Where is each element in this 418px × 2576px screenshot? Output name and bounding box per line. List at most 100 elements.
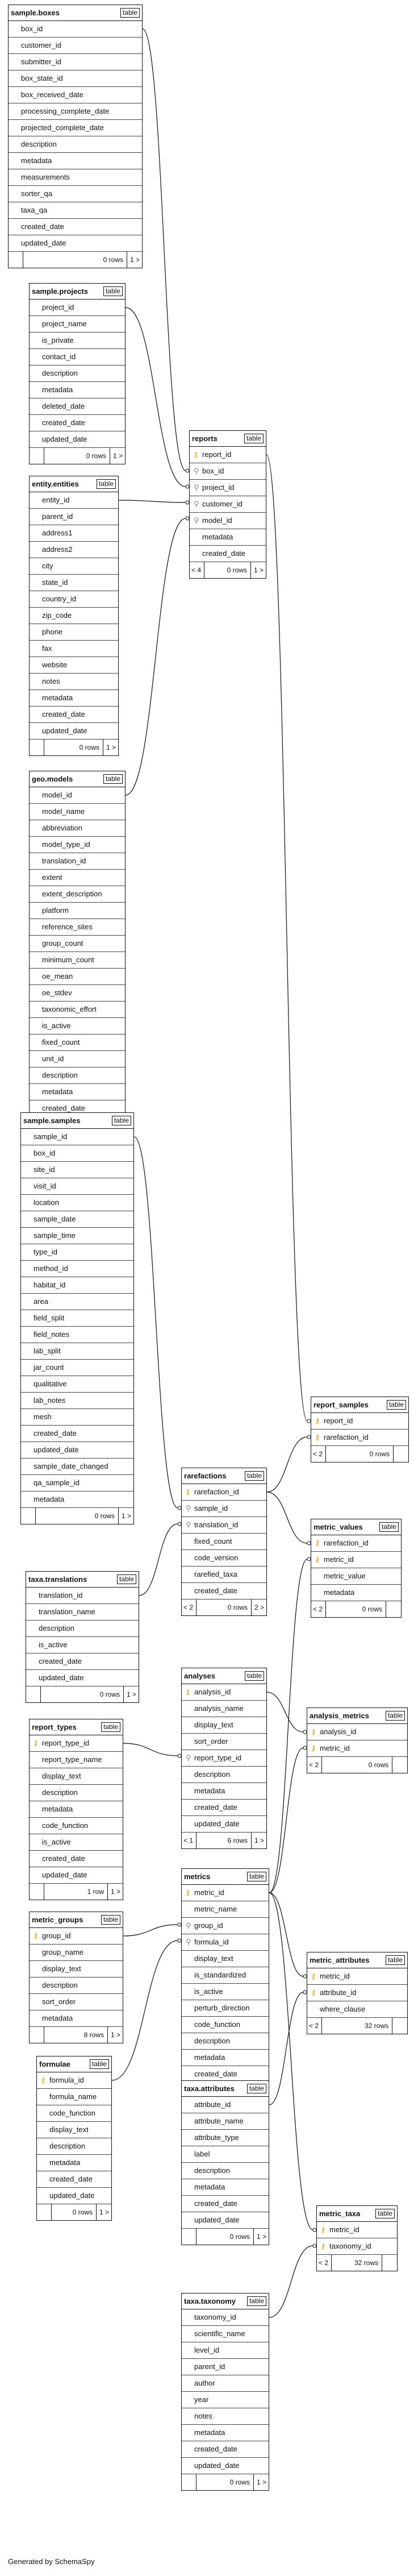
column-row[interactable]: sample_date_changed xyxy=(21,1459,133,1475)
column-name[interactable]: description xyxy=(21,140,57,148)
column-row[interactable]: ⚷metric_id xyxy=(307,1968,407,1985)
column-name[interactable]: description xyxy=(194,2037,230,2045)
column-row[interactable]: display_text xyxy=(30,1768,123,1785)
column-name[interactable]: metadata xyxy=(42,1087,73,1096)
column-name[interactable]: created_date xyxy=(194,1586,237,1595)
parents-count[interactable] xyxy=(30,2027,44,2043)
column-row[interactable]: taxa_qa xyxy=(9,202,142,219)
column-row[interactable]: created_date xyxy=(30,1851,123,1867)
column-row[interactable]: parent_id xyxy=(182,2359,269,2375)
column-name[interactable]: type_id xyxy=(34,1248,57,1256)
column-row[interactable]: label xyxy=(182,2146,269,2163)
column-row[interactable]: updated_date xyxy=(21,1442,133,1459)
parents-count[interactable] xyxy=(182,2229,197,2245)
column-row[interactable]: level_id xyxy=(182,2342,269,2359)
column-row[interactable]: description xyxy=(182,1767,266,1783)
column-row[interactable]: metadata xyxy=(182,2179,269,2196)
column-row[interactable]: minimum_count xyxy=(30,952,125,969)
children-count[interactable]: 1 > xyxy=(254,1837,264,1844)
column-row[interactable]: oe_stdev xyxy=(30,985,125,1002)
column-name[interactable]: created_date xyxy=(194,2445,237,2453)
column-name[interactable]: created_date xyxy=(42,1854,85,1863)
column-name[interactable]: parent_id xyxy=(42,512,73,521)
column-row[interactable]: updated_date xyxy=(30,1867,123,1884)
table-name[interactable]: metric_attributes xyxy=(310,1956,370,1964)
column-name[interactable]: fax xyxy=(42,644,52,653)
column-row[interactable]: created_date xyxy=(182,1800,266,1816)
children-count[interactable] xyxy=(392,2018,407,2034)
column-name[interactable]: analysis_id xyxy=(320,1727,357,1736)
column-row[interactable]: metadata xyxy=(30,690,118,707)
children-count[interactable]: 1 > xyxy=(110,1888,120,1896)
column-row[interactable]: site_id xyxy=(21,1162,133,1178)
column-row[interactable]: notes xyxy=(30,674,118,690)
column-row[interactable]: taxonomy_id xyxy=(182,2309,269,2326)
parents-count[interactable]: < 2 xyxy=(182,1599,197,1615)
column-row[interactable]: updated_date xyxy=(9,235,142,252)
column-row[interactable]: model_type_id xyxy=(30,837,125,853)
column-row[interactable]: updated_date xyxy=(30,723,118,739)
column-name[interactable]: taxonomy_id xyxy=(329,2242,371,2250)
column-row[interactable]: updated_date xyxy=(37,2188,111,2204)
parents-count[interactable]: < 2 xyxy=(317,2255,332,2271)
parents-count[interactable] xyxy=(30,739,44,755)
column-row[interactable]: created_date xyxy=(21,1426,133,1442)
column-name[interactable]: year xyxy=(194,2395,209,2404)
column-row[interactable]: code_function xyxy=(30,1818,123,1834)
column-row[interactable]: perturb_direction xyxy=(182,2000,269,2017)
column-row[interactable]: project_id xyxy=(30,300,125,316)
column-row[interactable]: habitat_id xyxy=(21,1277,133,1294)
column-name[interactable]: site_id xyxy=(34,1165,55,1174)
column-name[interactable]: lab_notes xyxy=(34,1396,66,1405)
column-row[interactable]: ⚷taxonomy_id xyxy=(317,2238,397,2255)
column-row[interactable]: model_name xyxy=(30,804,125,820)
column-name[interactable]: project_id xyxy=(42,303,74,311)
column-name[interactable]: oe_mean xyxy=(42,972,73,980)
column-name[interactable]: description xyxy=(42,369,78,377)
column-row[interactable]: ⚷report_type_id xyxy=(30,1735,123,1752)
column-row[interactable]: sorter_qa xyxy=(9,186,142,202)
column-row[interactable]: abbreviation xyxy=(30,820,125,837)
column-row[interactable]: sample_time xyxy=(21,1228,133,1244)
column-name[interactable]: display_text xyxy=(49,2125,89,2134)
table-name[interactable]: taxa.translations xyxy=(28,1575,87,1584)
table-name[interactable]: sample.samples xyxy=(23,1116,81,1125)
column-name[interactable]: is_standardized xyxy=(194,1971,246,1979)
column-name[interactable]: sample_time xyxy=(34,1231,76,1240)
column-row[interactable]: updated_date xyxy=(182,2212,269,2229)
column-row[interactable]: website xyxy=(30,657,118,674)
column-name[interactable]: rarefied_taxa xyxy=(194,1570,237,1578)
column-row[interactable]: ⚲model_id xyxy=(190,513,266,529)
column-row[interactable]: unit_id xyxy=(30,1051,125,1067)
column-row[interactable]: ⚷rarefaction_id xyxy=(311,1535,401,1552)
column-row[interactable]: deleted_date xyxy=(30,398,125,415)
column-row[interactable]: attribute_id xyxy=(182,2097,269,2113)
column-row[interactable]: group_name xyxy=(30,1945,123,1961)
column-name[interactable]: address2 xyxy=(42,545,73,554)
column-row[interactable]: metadata xyxy=(30,1084,125,1100)
column-row[interactable]: is_standardized xyxy=(182,1967,269,1984)
column-row[interactable]: oe_mean xyxy=(30,969,125,985)
column-name[interactable]: metadata xyxy=(42,693,73,702)
children-count[interactable]: 1 > xyxy=(253,566,264,574)
column-row[interactable]: ⚲customer_id xyxy=(190,496,266,513)
column-row[interactable]: translation_id xyxy=(26,1588,139,1604)
column-row[interactable]: updated_date xyxy=(182,1816,266,1833)
column-row[interactable]: metadata xyxy=(9,153,142,169)
column-row[interactable]: fax xyxy=(30,641,118,657)
column-row[interactable]: description xyxy=(37,2138,111,2155)
column-name[interactable]: attribute_id xyxy=(320,1988,357,1997)
children-count[interactable] xyxy=(392,1757,407,1773)
column-name[interactable]: report_type_name xyxy=(42,1755,102,1764)
column-row[interactable]: description xyxy=(30,1785,123,1801)
column-name[interactable]: box_state_id xyxy=(21,74,63,82)
column-row[interactable]: is_active xyxy=(30,1018,125,1034)
column-row[interactable]: created_date xyxy=(30,707,118,723)
column-name[interactable]: metadata xyxy=(194,2428,225,2437)
parents-count[interactable]: < 2 xyxy=(311,1601,326,1617)
column-name[interactable]: sample_id xyxy=(34,1132,68,1141)
